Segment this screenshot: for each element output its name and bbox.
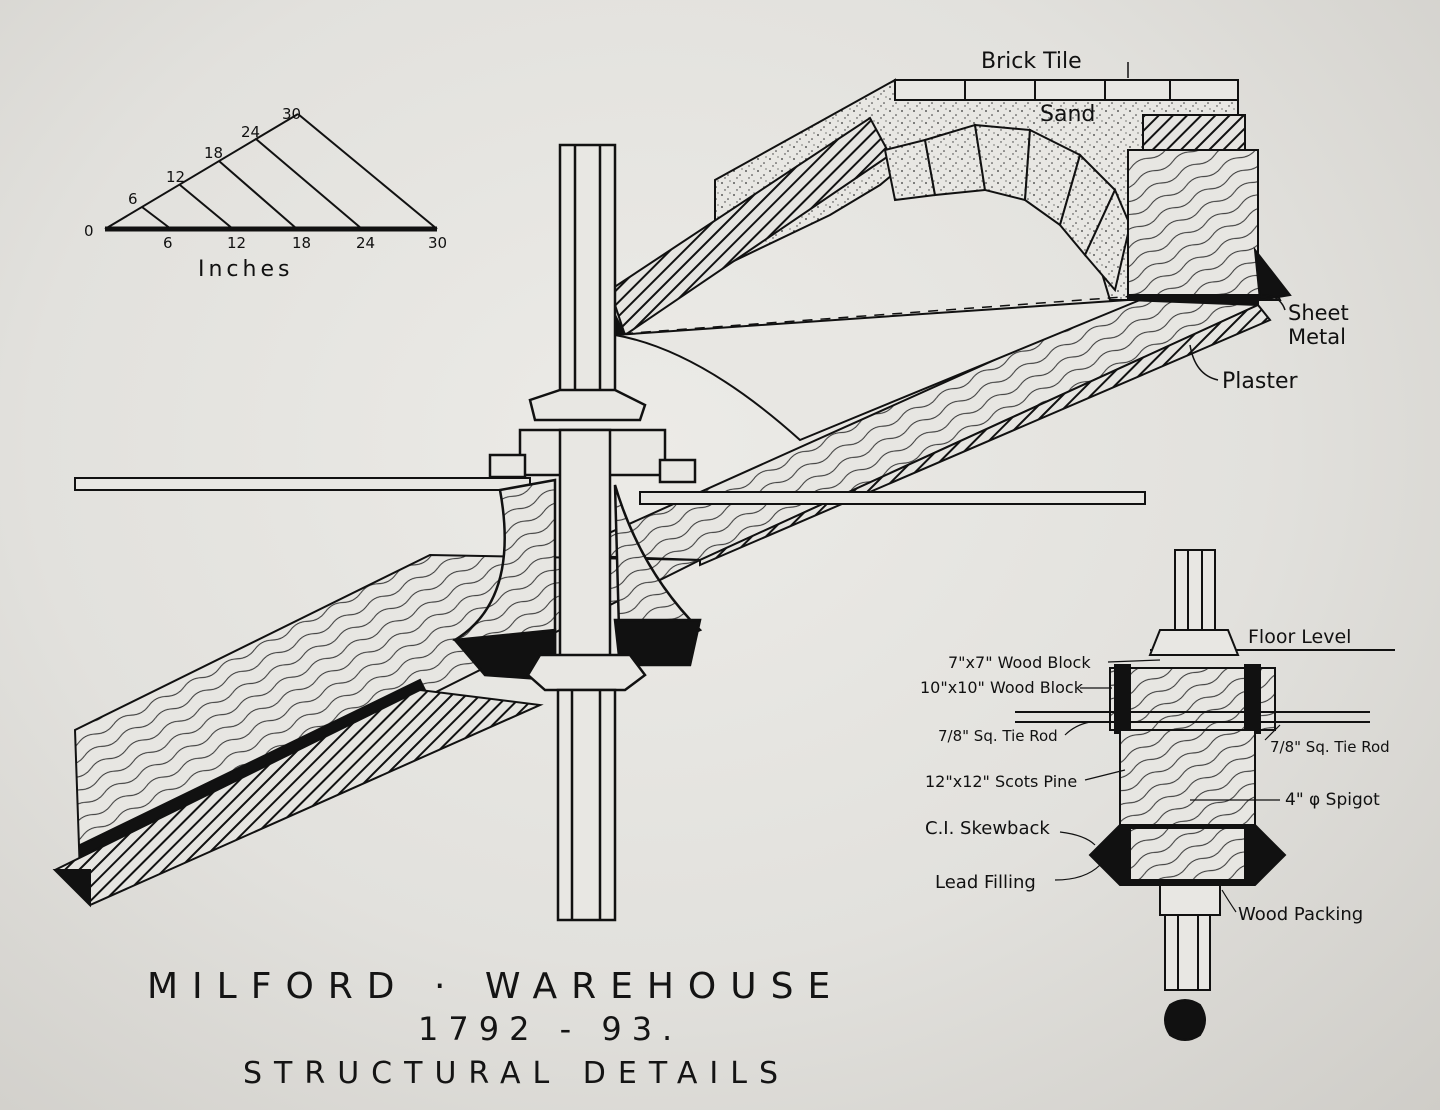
callout-plaster: Plaster [1222,369,1298,394]
scale-upper-tick-12: 12 [166,168,185,186]
scale-upper-tick-24: 24 [241,123,260,141]
label-scots-pine: 12"x12" Scots Pine [925,772,1077,791]
label-spigot: 4" φ Spigot [1285,790,1380,810]
label-7x7-wood-block: 7"x7" Wood Block [948,653,1091,672]
floor-arch-assembly [52,78,1292,908]
scale-lower-tick-18: 18 [292,234,311,252]
scale-lower-tick-0: 0 [84,222,94,240]
callout-sand: Sand [1040,102,1095,127]
label-ci-skewback: C.I. Skewback [925,818,1050,839]
label-floor-level: Floor Level [1248,626,1351,648]
scale-lower-tick-6: 6 [163,234,173,252]
label-tie-rod-right: 7/8" Sq. Tie Rod [1270,738,1390,756]
callout-brick-tile: Brick Tile [981,49,1082,74]
label-wood-packing: Wood Packing [1238,904,1363,925]
scale-lower-tick-12: 12 [227,234,246,252]
title-line-3: STRUCTURAL DETAILS [243,1056,790,1091]
title-line-2: 1792 - 93. [418,1010,682,1048]
label-10x10-wood-block: 10"x10" Wood Block [920,678,1084,697]
scale-lower-tick-30: 30 [428,234,447,252]
scale-upper-tick-6: 6 [128,190,138,208]
column-section-detail [1015,549,1395,1041]
scale-lower-tick-24: 24 [356,234,375,252]
title-line-1: MILFORD · WAREHOUSE [147,966,844,1007]
scale-upper-tick-18: 18 [204,144,223,162]
label-lead-filling: Lead Filling [935,872,1036,893]
scale-unit-label: Inches [198,257,293,282]
callout-leaders [1127,62,1286,381]
cast-iron-column [452,143,703,922]
callout-sheet-metal-line2: Metal [1288,325,1346,349]
label-tie-rod-left: 7/8" Sq. Tie Rod [938,727,1058,745]
scale-upper-tick-30: 30 [282,105,301,123]
scale-bar [104,113,438,232]
section-leaders [1054,659,1281,913]
callout-sheet-metal-line1: Sheet [1288,301,1349,325]
